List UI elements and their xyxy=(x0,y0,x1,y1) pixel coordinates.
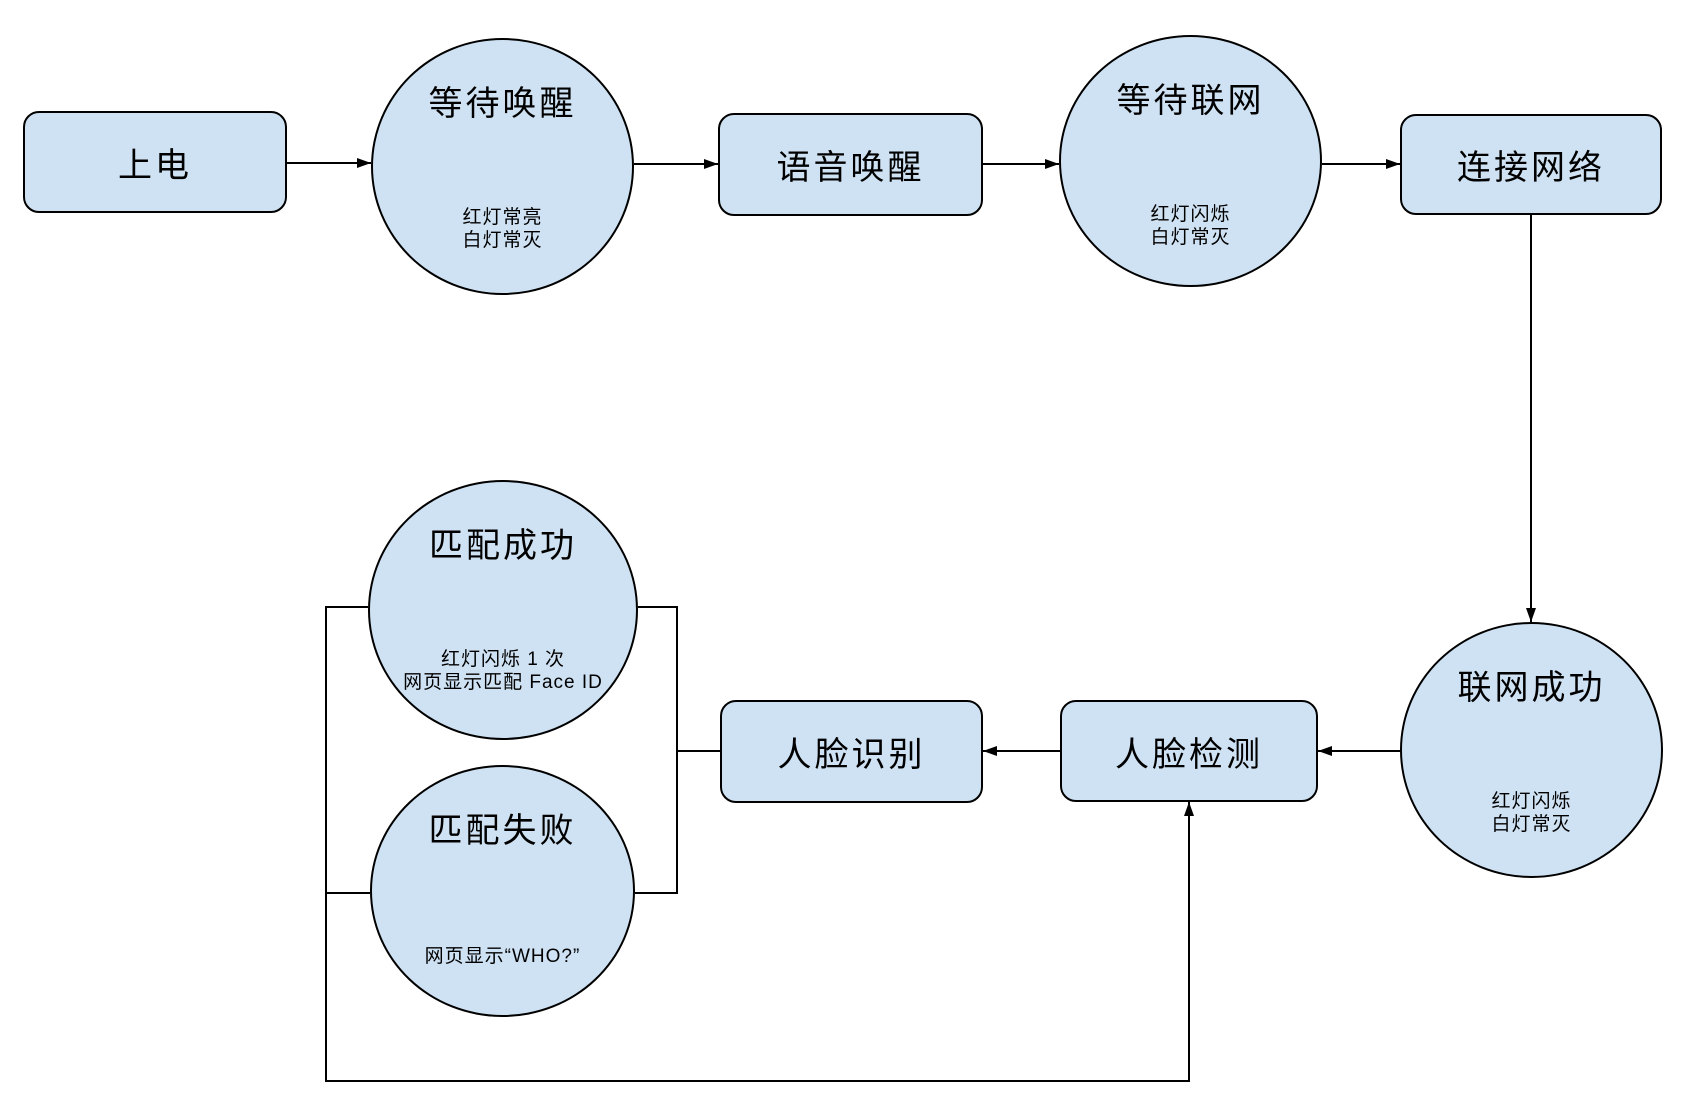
wait-wake-title: 等待唤醒 xyxy=(428,85,577,123)
network-success-note-2: 白灯常灭 xyxy=(1491,814,1572,835)
wait-network-notes: 红灯闪烁 白灯常灭 xyxy=(1061,203,1320,249)
edge-loopback-to-facedetect xyxy=(325,606,1194,1082)
node-match-fail: 匹配失败 网页显示“WHO?” xyxy=(370,765,635,1017)
wait-network-note-2: 白灯常灭 xyxy=(1150,227,1231,248)
network-success-title: 联网成功 xyxy=(1457,669,1606,707)
node-connect-network: 连接网络 xyxy=(1400,114,1662,215)
wait-wake-note-1: 红灯常亮 xyxy=(462,207,543,228)
node-wait-wake: 等待唤醒 红灯常亮 白灯常灭 xyxy=(371,38,634,295)
wait-wake-notes: 红灯常亮 白灯常灭 xyxy=(373,206,632,252)
node-wait-network: 等待联网 红灯闪烁 白灯常灭 xyxy=(1059,35,1322,287)
network-success-note-1: 红灯闪烁 xyxy=(1491,791,1572,812)
wait-wake-note-2: 白灯常灭 xyxy=(462,230,543,251)
wait-network-title: 等待联网 xyxy=(1116,82,1265,120)
node-power-on: 上电 xyxy=(23,111,287,213)
node-face-recognize: 人脸识别 xyxy=(720,700,983,803)
match-fail-title: 匹配失败 xyxy=(428,812,577,850)
node-match-success: 匹配成功 红灯闪烁 1 次 网页显示匹配 Face ID xyxy=(368,480,638,740)
node-face-detect: 人脸检测 xyxy=(1060,700,1318,802)
match-success-title: 匹配成功 xyxy=(429,527,577,565)
wait-network-note-1: 红灯闪烁 xyxy=(1150,204,1231,225)
match-success-note-1: 红灯闪烁 1 次 xyxy=(440,649,566,670)
edge-match-results-to-facerecognize-bracket xyxy=(635,606,678,894)
match-success-note-2: 网页显示匹配 Face ID xyxy=(403,672,603,693)
node-network-success: 联网成功 红灯闪烁 白灯常灭 xyxy=(1400,622,1663,878)
network-success-notes: 红灯闪烁 白灯常灭 xyxy=(1402,790,1661,836)
match-fail-note-1: 网页显示“WHO?” xyxy=(424,946,581,967)
match-fail-notes: 网页显示“WHO?” xyxy=(372,945,633,968)
node-voice-wake: 语音唤醒 xyxy=(718,113,983,216)
match-success-notes: 红灯闪烁 1 次 网页显示匹配 Face ID xyxy=(370,648,636,694)
